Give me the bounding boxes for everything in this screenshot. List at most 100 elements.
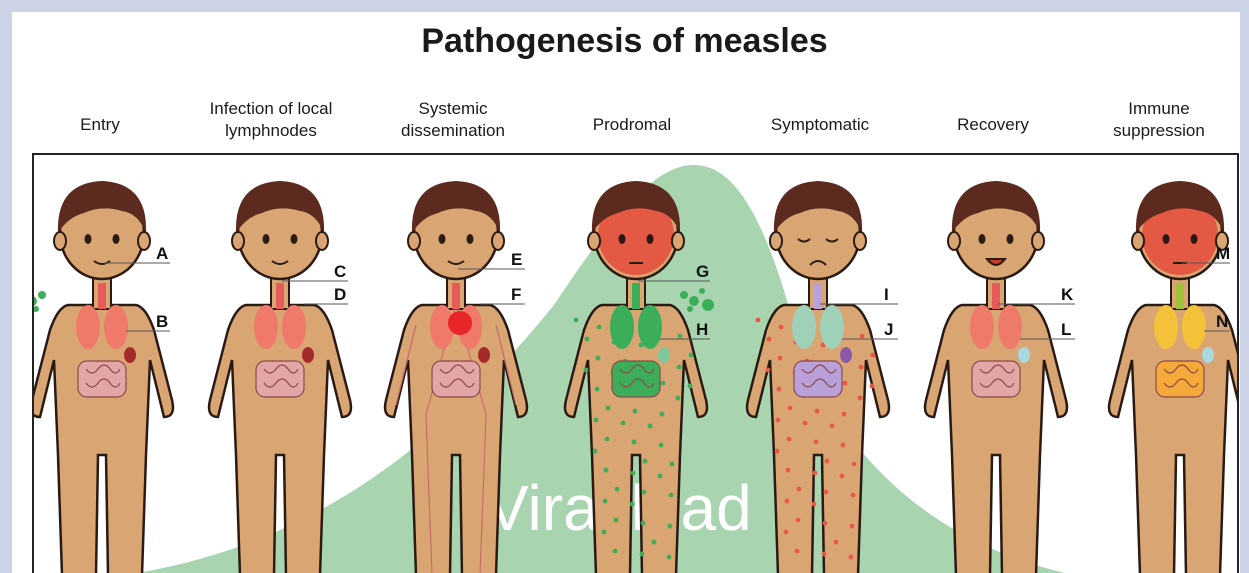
rash-spot (830, 424, 835, 429)
rash-spot (779, 325, 784, 330)
right-lung (104, 305, 128, 349)
rash-spot (841, 443, 846, 448)
rash-spot (631, 471, 636, 476)
rash-spot (595, 387, 600, 392)
label-f: F (511, 285, 521, 304)
left-eye (85, 234, 92, 244)
rash-spot (658, 474, 663, 479)
rash-spot (788, 406, 793, 411)
rash-spot (602, 530, 607, 535)
left-ear (232, 232, 244, 250)
label-e: E (511, 250, 522, 269)
rash-spot (786, 468, 791, 473)
left-ear (588, 232, 600, 250)
rash-spot (689, 353, 694, 358)
rash-spot (604, 468, 609, 473)
stage-immune-line-2: suppression (1084, 120, 1234, 142)
droplet (689, 296, 699, 306)
stage-symptomatic-line-1: Symptomatic (745, 114, 895, 136)
stage-infection-local-lymphnodes: Infection of local lymphnodes (196, 98, 346, 142)
left-ear (54, 232, 66, 250)
liver (478, 347, 490, 363)
rash-spot (767, 337, 772, 342)
rash-spot (661, 381, 666, 386)
rash-spot (871, 353, 876, 358)
rash-spot (667, 555, 672, 560)
child-trachea (814, 283, 822, 309)
rash-spot (842, 412, 847, 417)
left-ear (1132, 232, 1144, 250)
label-k: K (1061, 285, 1074, 304)
rash-spot (676, 396, 681, 401)
child-trachea (276, 283, 284, 309)
rash-spot (860, 334, 865, 339)
rash-spot (597, 325, 602, 330)
right-lung (820, 305, 844, 349)
left-lung (1154, 305, 1178, 349)
left-eye (263, 234, 270, 244)
label-h: H (696, 320, 708, 339)
left-eye (979, 234, 986, 244)
rash-spot (630, 502, 635, 507)
rash-spot (825, 459, 830, 464)
rash-spot (813, 471, 818, 476)
rash-spot (803, 421, 808, 426)
rash-spot (822, 552, 827, 557)
rash-spot (858, 396, 863, 401)
rash-spot (688, 384, 693, 389)
rash-spot (648, 424, 653, 429)
right-lung (1182, 305, 1206, 349)
diagram-title: Pathogenesis of measles (0, 22, 1249, 61)
droplet (687, 306, 693, 312)
stage-infection-line-1: Infection of local (196, 98, 346, 120)
right-lung (282, 305, 306, 349)
child-figure-1: AB (34, 181, 173, 573)
droplet (34, 306, 39, 312)
child-body (1109, 305, 1239, 573)
heart (448, 311, 472, 335)
left-eye (619, 234, 626, 244)
rash-spot (775, 449, 780, 454)
rash-spot (787, 437, 792, 442)
label-g: G (696, 262, 709, 281)
rash-spot (777, 387, 782, 392)
rash-spot (652, 540, 657, 545)
rash-spot (851, 493, 856, 498)
left-lung (610, 305, 634, 349)
rash-spot (870, 384, 875, 389)
rash-spot (678, 334, 683, 339)
left-lung (970, 305, 994, 349)
rash-spot (796, 518, 801, 523)
rash-spot (840, 474, 845, 479)
rash-spot (605, 437, 610, 442)
left-eye (1163, 234, 1170, 244)
label-d: D (334, 285, 346, 304)
right-ear (316, 232, 328, 250)
stage-recovery-line-1: Recovery (918, 114, 1068, 136)
rash-spot (659, 443, 664, 448)
droplet (34, 296, 37, 306)
stage-symptomatic: Symptomatic (745, 114, 895, 136)
rash-spot (677, 365, 682, 370)
stage-systemic-line-2: dissemination (378, 120, 528, 142)
rash-spot (584, 368, 589, 373)
rash-spot (852, 462, 857, 467)
left-ear (770, 232, 782, 250)
stage-entry-line-1: Entry (25, 114, 175, 136)
rash-spot (756, 318, 761, 323)
left-ear (948, 232, 960, 250)
right-ear (672, 232, 684, 250)
left-lung (254, 305, 278, 349)
rash-spot (784, 530, 789, 535)
rash-spot (613, 549, 618, 554)
label-a: A (156, 244, 168, 263)
right-eye (467, 234, 474, 244)
child-trachea (98, 283, 106, 309)
right-eye (1007, 234, 1014, 244)
label-m: M (1216, 244, 1230, 263)
stage-systemic-dissemination: Systemic dissemination (378, 98, 528, 142)
right-ear (1032, 232, 1044, 250)
left-lung (76, 305, 100, 349)
rash-spot (785, 499, 790, 504)
